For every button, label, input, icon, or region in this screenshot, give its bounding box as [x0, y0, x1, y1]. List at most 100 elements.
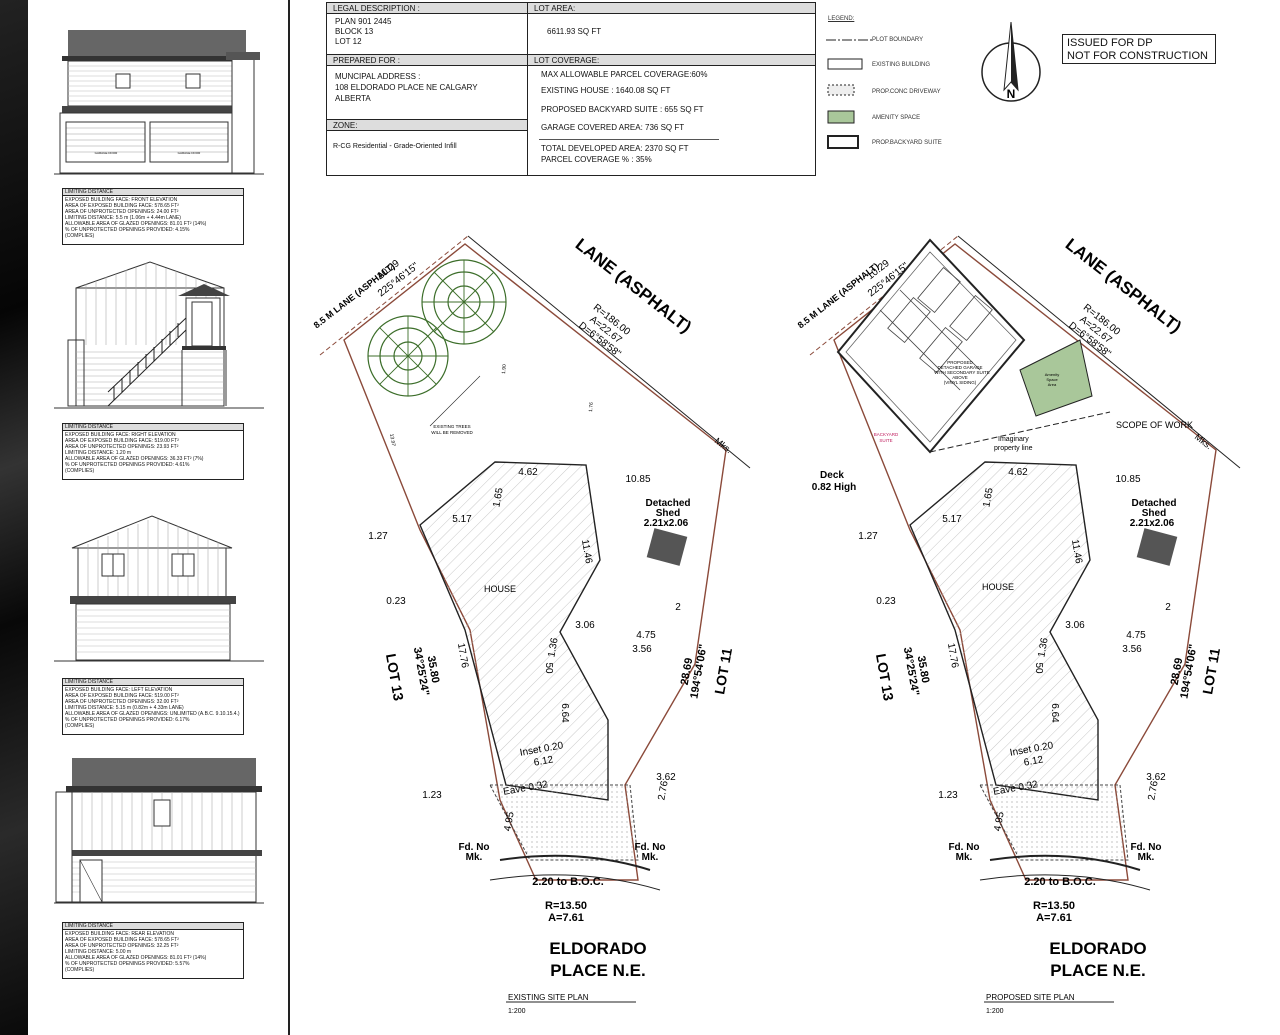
dim-165: 1.65: [491, 487, 505, 509]
dim-517: 5.17: [942, 514, 962, 525]
ld-line: EXPOSED BUILDING FACE: FRONT ELEVATION: [65, 197, 178, 203]
ld-header: LIMITING DISTANCE: [63, 424, 243, 431]
shed-label: Detached: [645, 498, 690, 509]
ld-line: LIMITING DISTANCE: 1.20 m: [65, 450, 132, 456]
site-plan-drawing: EXISTING TREES WILL BE REMOVED HOUSE LAN…: [312, 235, 751, 1015]
lot-13-label: LOT 13: [873, 652, 897, 702]
ld-line: AREA OF EXPOSED BUILDING FACE: 578.65 FT…: [65, 937, 179, 943]
garage-door-label-right: GARAGE DOOR: [178, 151, 202, 155]
ld-line: AREA OF UNPROTECTED OPENINGS: 24.00 FT²: [65, 209, 179, 215]
ld-line: AREA OF UNPROTECTED OPENINGS: 32.25 FT²: [65, 943, 179, 949]
ld-header: LIMITING DISTANCE: [63, 189, 243, 196]
fd-no-right: Fd. No: [634, 842, 665, 853]
front-elevation: GARAGE DOOR GARAGE DOOR: [54, 30, 264, 175]
ld-header: LIMITING DISTANCE: [63, 679, 243, 686]
lot-area-value: 6611.93 SQ FT: [547, 27, 602, 36]
address-line: ALBERTA: [335, 94, 371, 103]
shed-label-2: Shed: [1142, 508, 1166, 519]
dim-276: 2.76: [656, 780, 670, 802]
dim-612: 6.12: [1023, 754, 1045, 768]
ld-line: % OF UNPROTECTED OPENINGS PROVIDED: 5.57…: [65, 961, 190, 967]
dim-475: 4.75: [636, 630, 656, 641]
lot-11-label: LOT 11: [1199, 647, 1223, 696]
house-label: HOUSE: [484, 584, 516, 594]
legend-title: LEGEND:: [828, 16, 855, 22]
north-label: N: [1007, 87, 1016, 101]
house-label: HOUSE: [982, 582, 1014, 592]
existing-site-plan: EXISTING TREES WILL BE REMOVED HOUSE LAN…: [312, 235, 751, 1015]
scope-of-work-label: SCOPE OF WORK: [1116, 420, 1193, 430]
existing-trees: [367, 259, 507, 397]
amenity-label-1: Amenity: [1045, 372, 1059, 377]
radius-label: R=13.50: [1033, 900, 1075, 912]
ld-line: EXPOSED BUILDING FACE: LEFT ELEVATION: [65, 687, 173, 693]
mk-left: Mk.: [956, 852, 973, 863]
issued-stamp: ISSUED FOR DP NOT FOR CONSTRUCTION: [1062, 34, 1216, 64]
dim-1776: 17.76: [945, 642, 960, 669]
mk-left: Mk.: [466, 852, 483, 863]
dim-1085: 10.85: [1115, 474, 1140, 485]
deck-label: Deck: [820, 470, 844, 481]
address-line: 108 ELDORADO PLACE NE CALGARY: [335, 83, 478, 92]
dim-123: 1.23: [938, 790, 958, 801]
dim-475: 4.75: [1126, 630, 1146, 641]
legend-swatches: [826, 39, 874, 149]
dim-2: 2: [675, 602, 681, 613]
stamp-line: ISSUED FOR DP: [1067, 37, 1153, 49]
dim-517: 5.17: [452, 514, 472, 525]
limiting-distance-right: LIMITING DISTANCE EXPOSED BUILDING FACE:…: [62, 423, 244, 480]
dim-356: 3.56: [1122, 644, 1142, 655]
suite-label-2: DETACHED GARAGE: [938, 365, 983, 370]
lot-coverage-header: LOT COVERAGE:: [528, 55, 815, 66]
existing-scale: 1:200: [508, 1008, 526, 1015]
left-elevation: [54, 515, 264, 662]
amenity-label-3: Area: [1048, 382, 1057, 387]
ld-line: ALLOWABLE AREA OF GLAZED OPENINGS: 36.33…: [65, 456, 204, 462]
boc-label: 2.20 to B.O.C.: [1024, 876, 1096, 888]
dim-362: 3.62: [656, 772, 676, 783]
boc-label: 2.20 to B.O.C.: [532, 876, 604, 888]
lot-11-label: LOT 11: [711, 647, 735, 696]
arc-label: A=7.61: [548, 912, 584, 924]
dim-356: 3.56: [632, 644, 652, 655]
dim-023: 0.23: [386, 596, 406, 607]
dim-462: 4.62: [518, 467, 538, 478]
garage-door-label-left: GARAGE DOOR: [95, 151, 119, 155]
coverage-line: MAX ALLOWABLE PARCEL COVERAGE:60%: [541, 70, 708, 79]
street-name-2: PLACE N.E.: [550, 961, 645, 980]
dim-123: 1.23: [422, 790, 442, 801]
ld-line: (COMPLIES): [65, 967, 95, 973]
dim-664: 6.64: [1049, 703, 1060, 723]
deck-height-label: 0.82 High: [812, 482, 856, 493]
ld-line: ALLOWABLE AREA OF GLAZED OPENINGS: 81.01…: [65, 221, 207, 227]
dim-462: 4.62: [1008, 467, 1028, 478]
dim-136: 1.36: [1036, 637, 1050, 659]
legal-line: LOT 12: [335, 37, 362, 46]
proposed-caption: PROPOSED SITE PLAN: [986, 993, 1075, 1002]
ld-line: AREA OF UNPROTECTED OPENINGS: 23.93 FT²: [65, 444, 179, 450]
title-block-rule: [327, 54, 815, 55]
zone-header: ZONE:: [327, 120, 527, 131]
mks-label: Mks.: [1193, 432, 1214, 452]
dim-127: 1.27: [368, 531, 388, 542]
mk-right: Mk.: [1138, 852, 1155, 863]
coverage-rule: [539, 139, 719, 140]
fd-no-left: Fd. No: [458, 842, 489, 853]
limiting-distance-left: LIMITING DISTANCE EXPOSED BUILDING FACE:…: [62, 678, 244, 735]
ld-line: (COMPLIES): [65, 468, 95, 474]
dim-50: 50: [543, 662, 554, 674]
dim-2: 2: [1165, 602, 1171, 613]
backyard-suite-label-2: SUITE: [879, 438, 892, 443]
dim-1146: 11.46: [1069, 539, 1084, 565]
legend-item-backyard-suite: PROP.BACKYARD SUITE: [872, 140, 942, 146]
legend-item-driveway: PROP.CONC DRIVEWAY: [872, 89, 941, 95]
shed-label-2: Shed: [656, 508, 680, 519]
left-distance: 35.80: [915, 655, 932, 684]
legend-item-amenity: AMENITY SPACE: [872, 115, 921, 121]
coverage-line: PARCEL COVERAGE % : 35%: [541, 155, 652, 164]
dim-1146: 11.46: [579, 539, 594, 565]
lot-area-header: LOT AREA:: [528, 3, 815, 14]
street-name-2: PLACE N.E.: [1050, 961, 1145, 980]
dim-127: 1.27: [858, 531, 878, 542]
coverage-line: TOTAL DEVELOPED AREA: 2370 SQ FT: [541, 144, 689, 153]
